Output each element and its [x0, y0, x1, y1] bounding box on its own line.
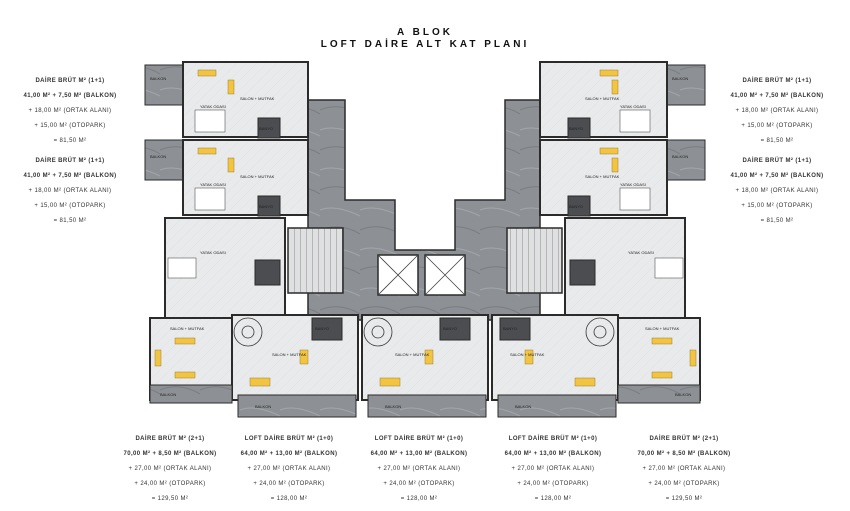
room-label-banyo: BANYO: [443, 326, 457, 331]
ann-line: = 129,50 M²: [665, 495, 703, 502]
balcony-bottom-2: [237, 394, 357, 418]
ann-line: DAİRE BRÜT M² (1+1): [742, 157, 812, 164]
ann-line: + 27,00 M² (ORTAK ALANI): [247, 465, 331, 472]
balcony-left-1: [144, 64, 184, 106]
room-label-balkon: BALKON: [672, 154, 688, 159]
room-label-yatak: YATAK ODASI: [628, 250, 654, 255]
ann-line: + 24,00 M² (OTOPARK): [134, 480, 206, 487]
ann-line: LOFT DAİRE BRÜT M² (1+0): [244, 435, 334, 442]
block-title: A BLOK: [397, 27, 453, 38]
balcony-bottom-4: [497, 394, 617, 418]
ann-line: 64,00 M² + 13,00 M² (BALKON): [240, 450, 338, 457]
annotation-bottom-5: DAİRE BRÜT M² (2+1) 70,00 M² + 8,50 M² (…: [624, 428, 744, 511]
ann-line: + 15,00 M² (OTOPARK): [741, 202, 813, 209]
ann-line: LOFT DAİRE BRÜT M² (1+0): [374, 435, 464, 442]
room-label-yatak: YATAK ODASI: [200, 182, 226, 187]
room-label-yatak: YATAK ODASI: [620, 182, 646, 187]
room-label-salon: SALON + MUTFAK: [395, 352, 430, 357]
bathrooms: [254, 117, 596, 341]
room-label-salon: SALON + MUTFAK: [170, 326, 205, 331]
ann-line: + 18,00 M² (ORTAK ALANI): [28, 107, 112, 114]
room-label-balkon: BALKON: [150, 76, 166, 81]
ann-line: DAİRE BRÜT M² (1+1): [35, 157, 105, 164]
ann-line: + 24,00 M² (OTOPARK): [253, 480, 325, 487]
annotation-left-mid: DAİRE BRÜT M² (1+1) 41,00 M² + 7,50 M² (…: [5, 150, 135, 233]
ann-line: + 18,00 M² (ORTAK ALANI): [735, 187, 819, 194]
ann-line: 41,00 M² + 7,50 M² (BALKON): [730, 92, 824, 99]
ann-line: DAİRE BRÜT M² (2+1): [649, 435, 719, 442]
plan-subtitle: LOFT DAİRE ALT KAT PLANI: [320, 39, 530, 50]
annotation-left-top: DAİRE BRÜT M² (1+1) 41,00 M² + 7,50 M² (…: [5, 70, 135, 153]
room-label-banyo: BANYO: [569, 204, 583, 209]
ann-line: 70,00 M² + 8,50 M² (BALKON): [123, 450, 217, 457]
room-label-salon: SALON + MUTFAK: [510, 352, 545, 357]
ann-line: = 128,00 M²: [534, 495, 572, 502]
stair-core-right: [506, 227, 563, 294]
ann-line: DAİRE BRÜT M² (1+1): [742, 77, 812, 84]
ann-line: 70,00 M² + 8,50 M² (BALKON): [637, 450, 731, 457]
ann-line: DAİRE BRÜT M² (2+1): [135, 435, 205, 442]
stair-core-left: [287, 227, 344, 294]
room-label-banyo: BANYO: [259, 204, 273, 209]
room-label-salon: SALON + MUTFAK: [585, 96, 620, 101]
room-label-yatak: YATAK ODASI: [200, 104, 226, 109]
annotation-right-top: DAİRE BRÜT M² (1+1) 41,00 M² + 7,50 M² (…: [712, 70, 842, 153]
ann-line: = 129,50 M²: [151, 495, 189, 502]
balcony-bottom-1: [149, 384, 233, 404]
room-label-balkon: BALKON: [515, 404, 531, 409]
room-label-yatak: YATAK ODASI: [200, 250, 226, 255]
ann-line: + 15,00 M² (OTOPARK): [34, 122, 106, 129]
room-label-yatak: YATAK ODASI: [620, 104, 646, 109]
ann-line: = 81,50 M²: [760, 217, 794, 224]
ann-line: + 27,00 M² (ORTAK ALANI): [642, 465, 726, 472]
room-label-banyo: BANYO: [503, 326, 517, 331]
room-label-balkon: BALKON: [255, 404, 271, 409]
ann-line: + 18,00 M² (ORTAK ALANI): [28, 187, 112, 194]
furniture-sofas: [154, 69, 697, 387]
ann-line: + 24,00 M² (OTOPARK): [383, 480, 455, 487]
ann-line: + 24,00 M² (OTOPARK): [517, 480, 589, 487]
room-label-balkon: BALKON: [160, 392, 176, 397]
room-label-salon: SALON + MUTFAK: [272, 352, 307, 357]
ann-line: 41,00 M² + 7,50 M² (BALKON): [730, 172, 824, 179]
ann-line: + 15,00 M² (OTOPARK): [34, 202, 106, 209]
ann-line: = 81,50 M²: [53, 137, 87, 144]
room-label-banyo: BANYO: [569, 126, 583, 131]
ann-line: DAİRE BRÜT M² (1+1): [35, 77, 105, 84]
ann-line: + 27,00 M² (ORTAK ALANI): [511, 465, 595, 472]
ann-line: + 15,00 M² (OTOPARK): [741, 122, 813, 129]
ann-line: LOFT DAİRE BRÜT M² (1+0): [508, 435, 598, 442]
ann-line: 64,00 M² + 13,00 M² (BALKON): [370, 450, 468, 457]
room-label-balkon: BALKON: [675, 392, 691, 397]
ann-line: + 18,00 M² (ORTAK ALANI): [735, 107, 819, 114]
balcony-bottom-3: [367, 394, 487, 418]
room-label-balkon: BALKON: [385, 404, 401, 409]
balcony-bottom-5: [617, 384, 701, 404]
spiral-stairs: [233, 317, 615, 347]
beds: [167, 109, 684, 279]
ann-line: 64,00 M² + 13,00 M² (BALKON): [504, 450, 602, 457]
ann-line: + 24,00 M² (OTOPARK): [648, 480, 720, 487]
ann-line: = 128,00 M²: [400, 495, 438, 502]
ann-line: + 27,00 M² (ORTAK ALANI): [377, 465, 461, 472]
balcony-left-2: [144, 139, 184, 181]
room-label-salon: SALON + MUTFAK: [645, 326, 680, 331]
room-label-salon: SALON + MUTFAK: [585, 174, 620, 179]
room-label-balkon: BALKON: [150, 154, 166, 159]
ann-line: = 81,50 M²: [53, 217, 87, 224]
room-label-salon: SALON + MUTFAK: [240, 174, 275, 179]
room-label-salon: SALON + MUTFAK: [240, 96, 275, 101]
room-label-balkon: BALKON: [672, 76, 688, 81]
ann-line: + 27,00 M² (ORTAK ALANI): [128, 465, 212, 472]
ann-line: = 128,00 M²: [270, 495, 308, 502]
balcony-right-1: [666, 64, 706, 106]
floor-plan: SALON + MUTFAK SALON + MUTFAK SALON + MU…: [144, 61, 706, 418]
annotation-right-mid: DAİRE BRÜT M² (1+1) 41,00 M² + 7,50 M² (…: [712, 150, 842, 233]
balcony-right-2: [666, 139, 706, 181]
ann-line: 41,00 M² + 7,50 M² (BALKON): [23, 172, 117, 179]
room-label-banyo: BANYO: [259, 126, 273, 131]
room-label-banyo: BANYO: [315, 326, 329, 331]
ann-line: = 81,50 M²: [760, 137, 794, 144]
ann-line: 41,00 M² + 7,50 M² (BALKON): [23, 92, 117, 99]
